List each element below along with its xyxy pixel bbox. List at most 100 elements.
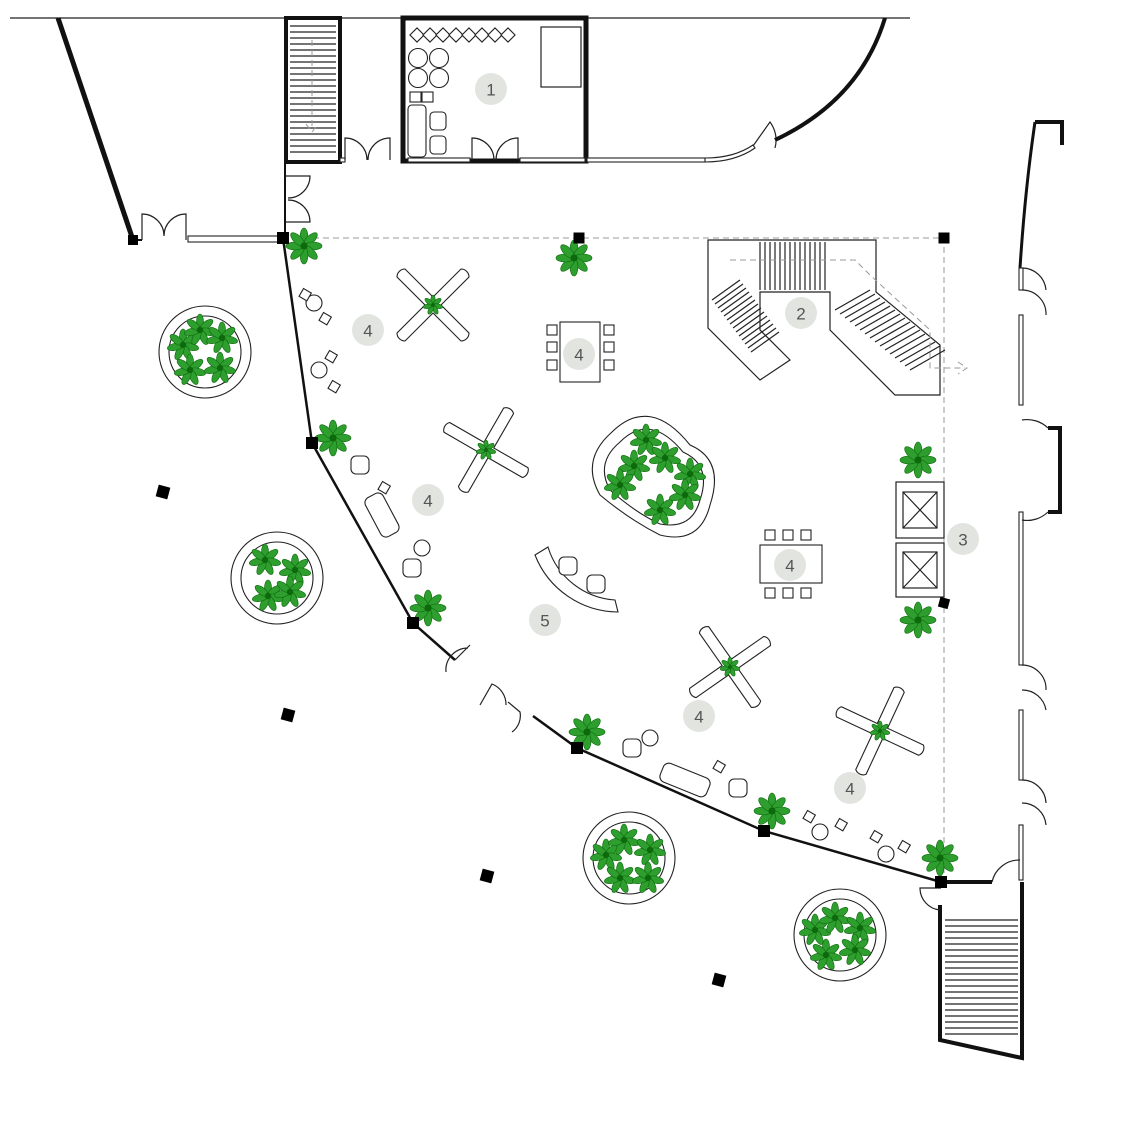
structural-column — [306, 437, 318, 449]
plant-icon — [206, 321, 238, 353]
plant-icon — [719, 656, 741, 677]
exterior-wall — [55, 17, 136, 241]
side-table — [324, 349, 339, 364]
plant-icon — [252, 579, 284, 611]
zone-label-4: 4 — [412, 484, 444, 516]
armchair — [558, 556, 578, 576]
armchair — [402, 558, 422, 578]
chair — [603, 324, 615, 336]
side-table — [712, 759, 727, 774]
stool — [641, 729, 659, 747]
structural-column — [573, 232, 585, 244]
sofa — [659, 762, 711, 798]
stool — [877, 845, 895, 863]
chair — [603, 359, 615, 371]
stool — [310, 361, 328, 379]
chair — [546, 324, 558, 336]
zone-number: 4 — [694, 708, 703, 727]
zone-number: 1 — [486, 81, 495, 100]
plant-icon — [810, 938, 842, 970]
plant-icon — [285, 227, 323, 265]
plant-icon — [649, 441, 681, 473]
zone-label-4: 4 — [563, 338, 595, 370]
plant-icon — [314, 419, 352, 457]
structural-column — [758, 825, 770, 837]
chair — [546, 341, 558, 353]
armchair — [622, 738, 642, 758]
side-table — [834, 817, 849, 832]
plant-icon — [632, 861, 664, 893]
armchair — [350, 455, 370, 475]
zone-number: 4 — [574, 346, 583, 365]
structural-column — [938, 232, 950, 244]
plant-icon — [869, 720, 891, 741]
plant-icon — [604, 468, 636, 500]
chair — [800, 529, 812, 541]
plant-icon — [274, 575, 306, 607]
zone-number: 4 — [785, 557, 794, 576]
stair-south — [919, 859, 1024, 1061]
plant-icon — [568, 713, 606, 751]
zone-number: 4 — [423, 492, 432, 511]
structural-column — [711, 972, 727, 988]
chair — [782, 587, 794, 599]
room-1 — [400, 15, 589, 164]
plant-icon — [174, 353, 206, 385]
zone-label-4: 4 — [834, 772, 866, 804]
sofa — [364, 492, 400, 538]
structural-column — [935, 876, 947, 888]
stair-north — [284, 16, 342, 164]
structural-column — [937, 596, 951, 610]
chair — [764, 529, 776, 541]
stool — [413, 539, 431, 557]
plant-icon — [819, 901, 851, 933]
plant-icon — [249, 543, 281, 575]
plant-icon — [608, 823, 640, 855]
plant-icon — [475, 439, 497, 460]
chair — [764, 587, 776, 599]
east-facade — [1018, 120, 1064, 881]
chair — [782, 529, 794, 541]
side-table — [897, 839, 912, 854]
zone-label-2: 2 — [785, 297, 817, 329]
side-table — [318, 311, 333, 326]
round-planter — [158, 305, 252, 399]
corridor-doors — [285, 175, 311, 223]
plant-icon — [669, 478, 701, 510]
armchair — [728, 778, 748, 798]
side-table — [802, 809, 817, 824]
side-table — [869, 829, 884, 844]
reception-desk — [534, 546, 619, 613]
plant-icon — [604, 861, 636, 893]
chair — [546, 359, 558, 371]
side-table — [327, 379, 342, 394]
plant-icon — [753, 792, 791, 830]
structural-column — [155, 484, 171, 500]
elevators — [895, 481, 945, 598]
zone-label-4: 4 — [352, 314, 384, 346]
plant-icon — [921, 839, 959, 877]
plant-icon — [674, 457, 706, 489]
side-table — [377, 480, 392, 495]
zone-label-4: 4 — [774, 549, 806, 581]
round-planter — [230, 531, 324, 625]
chair — [800, 587, 812, 599]
armchair — [586, 574, 606, 594]
north-corridor-wall — [339, 17, 887, 163]
side-table — [298, 287, 313, 302]
stool — [305, 294, 323, 312]
zone-number: 5 — [540, 612, 549, 631]
zone-number: 4 — [363, 322, 372, 341]
plant-icon — [409, 589, 447, 627]
structural-column — [407, 617, 419, 629]
plant-icon — [630, 423, 662, 455]
plant-icon — [839, 933, 871, 965]
structural-column — [277, 232, 289, 244]
zone-number: 2 — [796, 305, 805, 324]
zone-label-3: 3 — [947, 523, 979, 555]
structural-column — [280, 707, 296, 723]
entrance-wall-west — [133, 213, 284, 243]
zone-number: 4 — [845, 780, 854, 799]
structural-column — [128, 235, 138, 245]
